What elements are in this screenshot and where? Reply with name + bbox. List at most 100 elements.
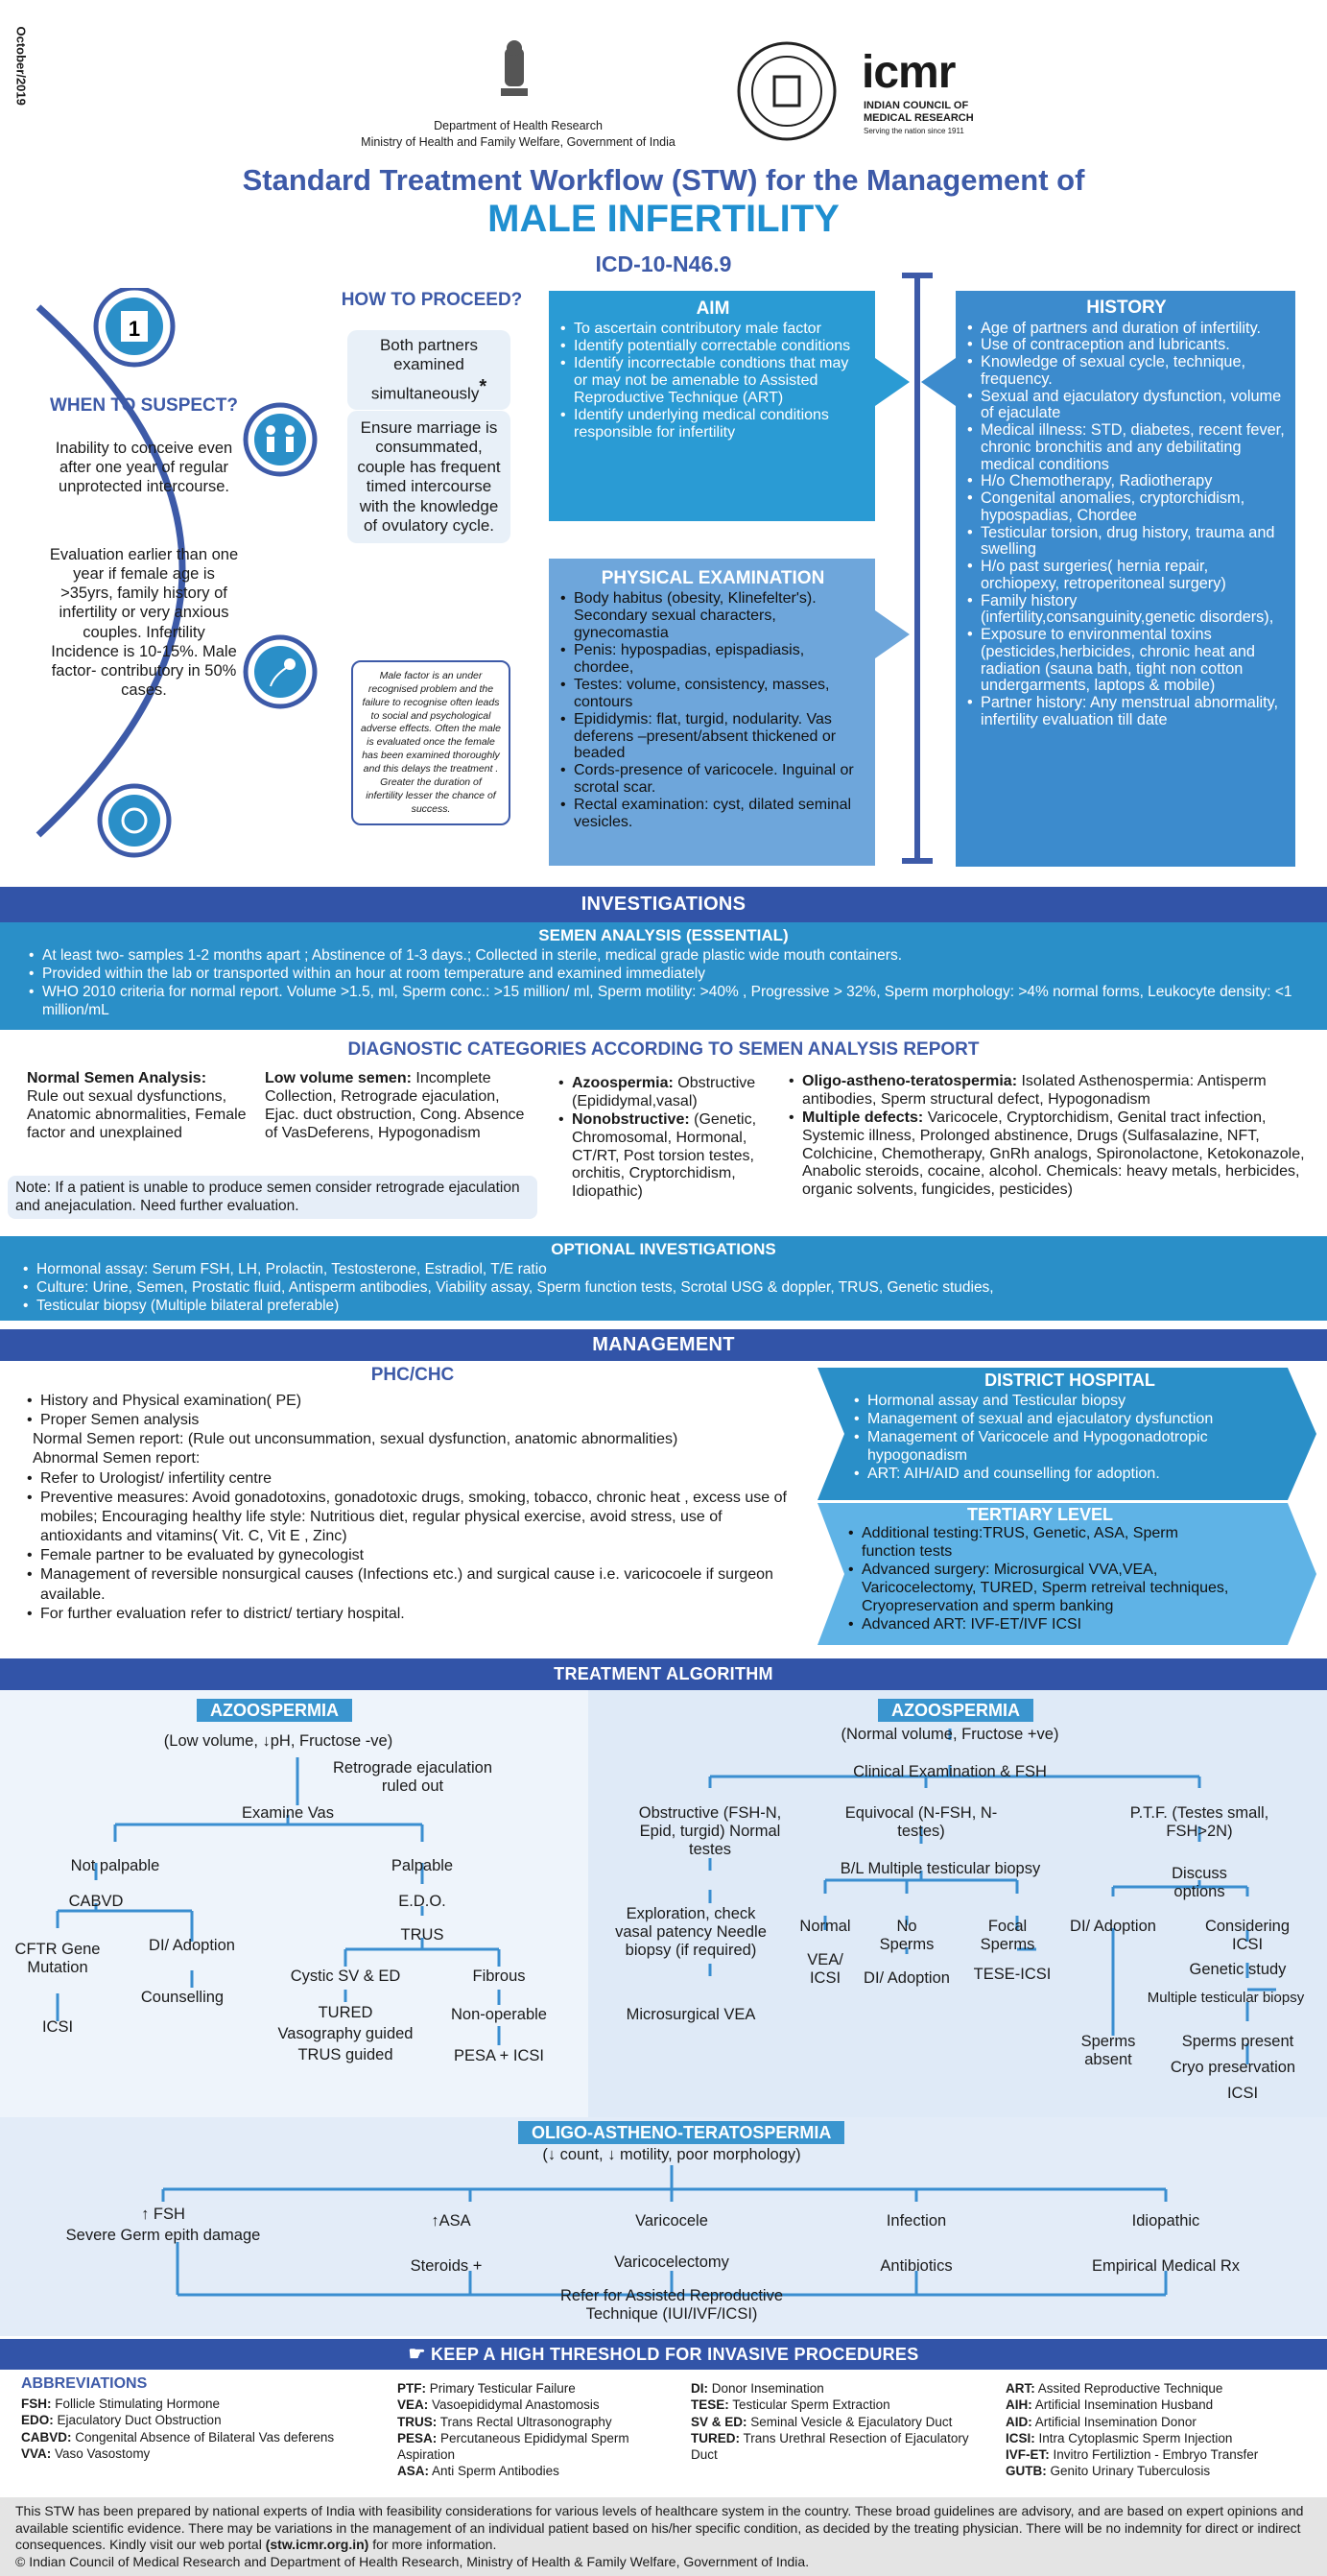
dept-text: Department of Health Research	[434, 119, 603, 132]
semen-title: SEMEN ANALYSIS (ESSENTIAL)	[538, 926, 789, 944]
optional-item: Testicular biopsy (Multiple bilateral pr…	[23, 1298, 1304, 1316]
abbr-value: Primary Testicular Failure	[426, 2381, 576, 2396]
oat-chip-text: OLIGO-ASTHENO-TERATOSPERMIA	[518, 2121, 845, 2144]
left-tured: TURED	[318, 2004, 373, 2021]
right-normal: Normal	[799, 1918, 851, 1935]
abbr-key: IVF-ET:	[1006, 2447, 1050, 2463]
right-tese: TESE-ICSI	[973, 1966, 1052, 1983]
abbr-entry: TRUS: Trans Rectal Ultrasonography	[397, 2414, 656, 2430]
right-azo-chip-text: AZOOSPERMIA	[878, 1699, 1034, 1722]
side-date: October/2019	[13, 26, 29, 106]
right-multi: Multiple testicular biopsy	[1147, 1990, 1305, 2006]
phc2-item: Refer to Urologist/ infertility centre	[27, 1469, 794, 1489]
history-item: Testicular torsion, drug history, trauma…	[967, 524, 1286, 560]
history-item: H/o past surgeries( hernia repair, orchi…	[967, 558, 1286, 593]
footer-text: This STW has been prepared by national e…	[15, 2503, 1304, 2552]
icmr-tag: Serving the nation since 1911	[864, 127, 964, 135]
left-retro: Retrograde ejaculation ruled out	[332, 1759, 493, 1795]
diag-normal-t: Rule out sexual dysfunctions, Anatomic a…	[27, 1087, 247, 1141]
diag-low-h: Low volume semen:	[265, 1070, 412, 1086]
right-equ: Equivocal (N-FSH, N-testes)	[844, 1804, 998, 1840]
how-heading: HOW TO PROCEED?	[341, 290, 523, 310]
abbr-value: Seminal Vesicle & Ejaculatory Duct	[746, 2414, 953, 2429]
left-nonop: Non-operable	[451, 2006, 547, 2023]
icd-code: ICD-10-N46.9	[595, 251, 732, 276]
diag-low-t: Incomplete Collection, Retrograde ejacul…	[265, 1070, 525, 1141]
diag-normal: Normal Semen Analysis:Rule out sexual dy…	[27, 1070, 267, 1143]
abbr-value: Trans Rectal Ultrasonography	[437, 2414, 612, 2429]
phc-abnormal: Abnormal Semen report:	[33, 1450, 201, 1467]
abbr-key: VVA:	[21, 2445, 52, 2461]
divider-bar	[914, 273, 920, 864]
phc-item: Proper Semen analysis	[27, 1411, 794, 1430]
abbr-value: Congenital Absence of Bilateral Vas defe…	[71, 2429, 335, 2445]
how-box1-text: Both partners examined simultaneously	[370, 336, 480, 403]
left-pesa: PESA + ICSI	[453, 2047, 544, 2064]
history-list: Age of partners and duration of infertil…	[967, 320, 1286, 729]
how-note: Male factor is an under recognised probl…	[351, 660, 510, 826]
tertiary-title: TERTIARY LEVEL	[966, 1505, 1113, 1524]
abbr-value: Vasoepididymal Anastomosis	[428, 2397, 600, 2413]
abbr-key: TRUS:	[397, 2414, 438, 2429]
aim-item: Identify potentially correctable conditi…	[560, 338, 865, 355]
abbr-key: EDO:	[21, 2413, 54, 2428]
left-cystic: Cystic SV & ED	[290, 1968, 401, 1985]
abbr-key: VEA:	[397, 2397, 429, 2413]
left-cabvd: CABVD	[68, 1893, 124, 1910]
district-item: Management of sexual and ejaculatory dys…	[854, 1410, 1286, 1428]
diag-oat-h: Oligo-astheno-teratospermia:	[802, 1073, 1018, 1089]
district-item: ART: AIH/AID and counselling for adoptio…	[854, 1465, 1286, 1483]
when-heading: WHEN TO SUSPECT?	[50, 395, 238, 416]
semen-section: SEMEN ANALYSIS (ESSENTIAL) At least two-…	[0, 922, 1327, 1030]
history-box: HISTORY Age of partners and duration of …	[956, 291, 1295, 867]
phc2-item: Management of reversible nonsurgical cau…	[27, 1565, 794, 1604]
left-exam: Examine Vas	[242, 1804, 334, 1822]
left-vaso: Vasography guided	[277, 2025, 414, 2042]
abbr-key: DI:	[691, 2381, 708, 2396]
history-item: Use of contraception and lubricants.	[967, 337, 1286, 354]
abbr-key: ASA:	[397, 2464, 429, 2479]
left-azo-chip: AZOOSPERMIA	[197, 1699, 353, 1722]
abbr-value: Percutaneous Epididymal Sperm Aspiration	[397, 2430, 629, 2463]
physical-title: PHYSICAL EXAMINATION	[601, 568, 825, 588]
when-p2: Evaluation earlier than one year if fema…	[49, 546, 239, 699]
abbr-value: Vaso Vasostomy	[51, 2445, 151, 2461]
history-item: Congenital anomalies, cryptorchidism, hy…	[967, 489, 1286, 525]
semen-item: At least two- samples 1-2 months apart ;…	[29, 947, 1298, 966]
physical-list: Body habitus (obesity, Klinefelter's). S…	[560, 590, 865, 831]
oat-sub: (↓ count, ↓ motility, poor morphology)	[542, 2146, 801, 2163]
district-item: Management of Varicocele and Hypogonadot…	[854, 1428, 1286, 1465]
diag-azo-2h: Nonobstructive:	[572, 1110, 690, 1128]
algo-right-bg	[588, 1690, 1327, 2117]
phc-content: History and Physical examination( PE)Pro…	[27, 1392, 794, 1624]
right-genetic: Genetic study	[1189, 1961, 1287, 1978]
diag-azo-h: Azoospermia:	[572, 1075, 674, 1091]
aim-title: AIM	[696, 298, 730, 319]
aim-item: Identify incorrectable condtions that ma…	[560, 355, 865, 407]
abbr-key: CABVD:	[21, 2429, 72, 2445]
optional-title: OPTIONAL INVESTIGATIONS	[551, 1240, 776, 1258]
aim-list: To ascertain contributory male factorIde…	[560, 321, 865, 441]
diag-oat-item2: Multiple defects: Varicocele, Cryptorchi…	[789, 1109, 1312, 1200]
phc-list1: History and Physical examination( PE)Pro…	[27, 1392, 794, 1430]
aim-item: Identify underlying medical conditions r…	[560, 407, 865, 441]
left-azo-chip-text: AZOOSPERMIA	[197, 1699, 353, 1722]
abbr-key: AID:	[1006, 2414, 1032, 2429]
abbr-entry: IVF-ET: Invitro Fertiliztion - Embryo Tr…	[1006, 2446, 1322, 2463]
district-list: Hormonal assay and Testicular biopsyMana…	[854, 1392, 1286, 1484]
right-obs: Obstructive (FSH-N, Epid, turgid) Normal…	[638, 1804, 782, 1858]
emblem-icon	[497, 38, 532, 107]
physical-box: PHYSICAL EXAMINATION Body habitus (obesi…	[549, 559, 875, 866]
diag-title: DIAGNOSTIC CATEGORIES ACCORDING TO SEMEN…	[347, 1039, 980, 1060]
right-discuss: Discuss options	[1172, 1865, 1227, 1900]
abbr-key: ICSI:	[1006, 2430, 1035, 2445]
right-consider: Considering ICSI	[1204, 1918, 1291, 1953]
abbr-entry: TURED: Trans Urethral Resection of Ejacu…	[691, 2430, 979, 2464]
footer-url[interactable]: (stw.icmr.org.in)	[265, 2537, 369, 2552]
right-nosp: No Sperms	[879, 1918, 935, 1953]
right-sub: (Normal volume, Fructose +ve)	[841, 1726, 1059, 1743]
algo-left-bg	[0, 1690, 588, 2117]
left-edo: E.D.O.	[398, 1893, 446, 1910]
diag-oat: Oligo-astheno-teratospermia: Isolated As…	[789, 1073, 1312, 1200]
